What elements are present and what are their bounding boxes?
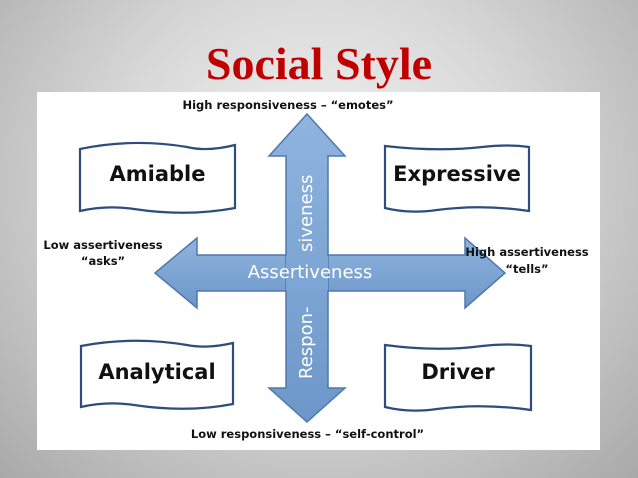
arrow-intersection xyxy=(286,256,328,290)
analytical-banner xyxy=(79,339,235,410)
right-caption-line1: High assertiveness xyxy=(465,245,589,259)
assertiveness-axis-label: Assertiveness xyxy=(247,262,373,283)
right-caption-line2: “tells” xyxy=(505,262,549,276)
diagram-panel: High responsiveness – “emotes” Low respo… xyxy=(37,92,600,450)
expressive-label: Expressive xyxy=(393,162,521,186)
driver-banner xyxy=(383,343,533,412)
left-caption-line2: “asks” xyxy=(80,254,126,268)
responsiveness-axis-label-lower: Respon- xyxy=(296,306,317,380)
top-caption: High responsiveness – “emotes” xyxy=(182,98,394,112)
diagram-shapes xyxy=(78,112,533,424)
expressive-banner xyxy=(383,144,531,213)
responsiveness-axis-label-upper: siveness xyxy=(296,174,317,252)
bottom-caption: Low responsiveness – “self-control” xyxy=(190,427,425,441)
slide-title: Social Style xyxy=(205,38,433,89)
amiable-banner xyxy=(78,141,237,214)
driver-label: Driver xyxy=(421,360,495,384)
left-caption-line1: Low assertiveness xyxy=(43,238,163,252)
amiable-label: Amiable xyxy=(109,162,206,186)
analytical-label: Analytical xyxy=(98,360,216,384)
assertiveness-arrow xyxy=(153,236,507,310)
